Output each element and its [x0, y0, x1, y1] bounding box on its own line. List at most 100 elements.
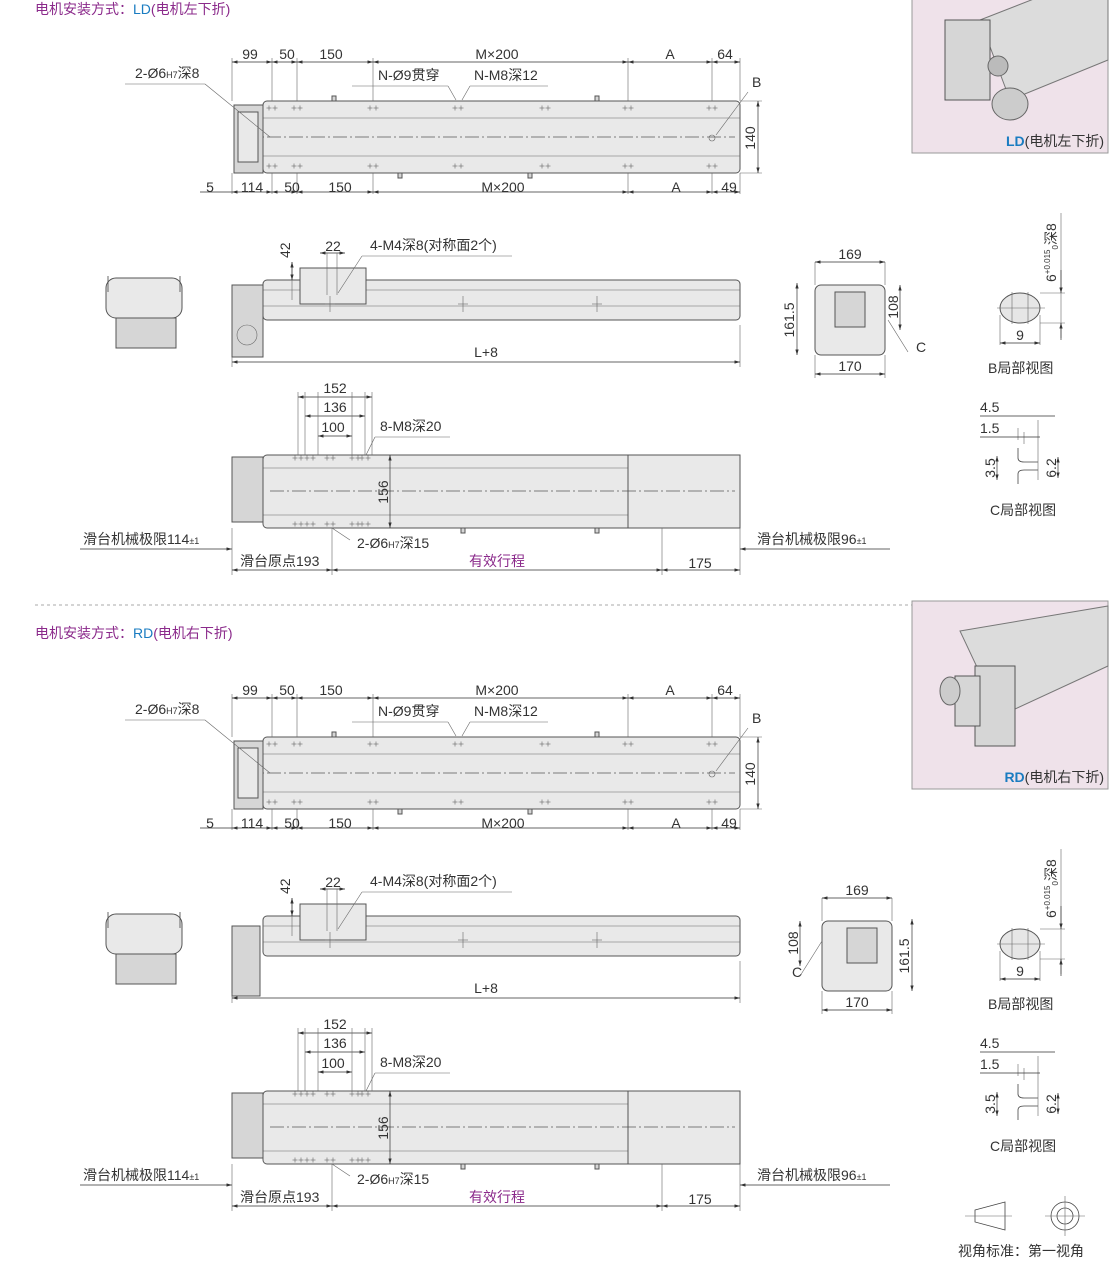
- dim-1-5: 1.5: [980, 420, 1000, 436]
- top-dim-5: 64: [717, 682, 733, 698]
- detail-b-marker: B: [752, 710, 761, 726]
- hole-depth: 深8: [1043, 223, 1059, 245]
- detail-c-marker: C: [916, 339, 926, 355]
- actuator-render: [944, 0, 1109, 121]
- top-dim-1: 50: [279, 682, 295, 698]
- side-tap-callout: 4-M4深8(对称面2个): [370, 237, 497, 253]
- title-mode: RD: [133, 625, 153, 641]
- bottom-dim-2: 50: [284, 815, 300, 831]
- height-dim: 140: [742, 762, 758, 786]
- side-tap-callout: 4-M4深8(对称面2个): [370, 873, 497, 889]
- top-dim-0: 99: [242, 46, 258, 62]
- bottom-dim-0: 5: [206, 179, 214, 195]
- slide-limit-right: 滑台机械极限96±1: [757, 531, 867, 547]
- dim-6-2: 6.2: [1043, 458, 1059, 478]
- bottom-dim-0: 5: [206, 815, 214, 831]
- top-dim-3: M×200: [475, 46, 518, 62]
- caption-mode: LD: [1006, 133, 1025, 149]
- dim-42: 42: [277, 242, 293, 258]
- limit-right-tol: ±1: [857, 536, 867, 546]
- bottom-dim-4: M×200: [481, 815, 524, 831]
- through-hole-callout: N-Ø9贯穿: [378, 67, 439, 83]
- effective-stroke-label: 有效行程: [469, 553, 525, 569]
- bottom-dim-4: M×200: [481, 179, 524, 195]
- bottom-tap-callout: 8-M8深20: [380, 1054, 442, 1070]
- product-photo: RD(电机右下折): [911, 600, 1109, 790]
- section-title-LD: 电机安装方式：LD(电机左下折): [35, 1, 230, 17]
- end-height-2: 108: [885, 295, 901, 319]
- title-suffix: (电机左下折): [151, 1, 230, 17]
- pin-hole-callout: 2-Ø6H7深8: [135, 65, 200, 81]
- pin-prefix: 2-Ø6: [357, 1171, 388, 1187]
- dim-175: 175: [688, 555, 712, 571]
- dim-100: 100: [321, 1055, 345, 1071]
- dim-175: 175: [688, 1191, 712, 1207]
- limit-right-tol: ±1: [857, 1172, 867, 1182]
- mount-title: 电机安装方式：LD(电机左下折): [35, 1, 230, 17]
- pin-suffix: 深15: [400, 1171, 430, 1187]
- top-dim-3: M×200: [475, 682, 518, 698]
- detail-c-caption: C局部视图: [990, 502, 1056, 518]
- motor-end-view: [105, 276, 183, 349]
- actuator-render: [939, 605, 1109, 747]
- caption-suffix: (电机左下折): [1025, 133, 1104, 149]
- end-width-top: 169: [838, 246, 862, 262]
- pin-suffix: 深15: [400, 535, 430, 551]
- bottom-dim-1: 114: [241, 815, 264, 831]
- pin-hole-callout: 2-Ø6H7深8: [135, 701, 200, 717]
- dim-136: 136: [323, 1035, 347, 1051]
- projection-symbol: 视角标准：第一视角: [958, 1196, 1085, 1259]
- end-height: 161.5: [896, 938, 912, 973]
- photo-caption: LD(电机左下折): [1006, 133, 1104, 149]
- bottom-pin-callout: 2-Ø6H7深15: [357, 1171, 429, 1187]
- end-width-bottom: 170: [838, 358, 862, 374]
- bottom-tap-callout: 8-M8深20: [380, 418, 442, 434]
- top-dim-1: 50: [279, 46, 295, 62]
- detail-b-marker: B: [752, 74, 761, 90]
- projection-label: 视角标准：第一视角: [958, 1243, 1084, 1259]
- detail-c-marker: C: [792, 964, 802, 980]
- end-height: 161.5: [781, 302, 797, 337]
- limit-right-label: 滑台机械极限96: [757, 1167, 857, 1183]
- mount-title: 电机安装方式：RD(电机右下折): [35, 625, 233, 641]
- dim-42: 42: [277, 878, 293, 894]
- dim-4-5: 4.5: [980, 1035, 1000, 1051]
- pin-prefix: 2-Ø6: [135, 701, 166, 717]
- tol-upper: +0.015: [1043, 885, 1052, 910]
- hole-dia: 6: [1043, 910, 1059, 918]
- detail-c-caption: C局部视图: [990, 1138, 1056, 1154]
- product-photo: LD(电机左下折): [911, 0, 1109, 154]
- title-prefix: 电机安装方式：: [35, 625, 133, 641]
- width-dim-156: 156: [375, 1116, 391, 1140]
- limit-left-label: 滑台机械极限114: [83, 531, 190, 547]
- limit-left-tol: ±1: [189, 536, 199, 546]
- bottom-dim-5: A: [671, 179, 681, 195]
- dim-6-2: 6.2: [1043, 1094, 1059, 1114]
- pin-tolerance: H7: [166, 70, 178, 80]
- height-dim: 140: [742, 126, 758, 150]
- top-dim-2: 150: [319, 46, 343, 62]
- detail-b-tolerance: 6+0.0150深8: [1043, 223, 1060, 282]
- bottom-dim-5: A: [671, 815, 681, 831]
- limit-right-label: 滑台机械极限96: [757, 531, 857, 547]
- end-width-bottom: 170: [845, 994, 869, 1010]
- through-hole-callout: N-Ø9贯穿: [378, 703, 439, 719]
- top-dim-5: 64: [717, 46, 733, 62]
- tap-hole-callout: N-M8深12: [474, 67, 538, 83]
- first-angle-trapezoid-icon: [974, 1201, 1006, 1231]
- top-dim-0: 99: [242, 682, 258, 698]
- slide-limit-left: 滑台机械极限114±1: [83, 531, 199, 547]
- origin-label: 滑台原点193: [240, 553, 320, 569]
- pin-tolerance: H7: [388, 1176, 400, 1186]
- dim-3-5: 3.5: [982, 458, 998, 478]
- photo-caption: RD(电机右下折): [1004, 769, 1104, 785]
- detail-b-caption: B局部视图: [988, 996, 1053, 1012]
- dim-136: 136: [323, 399, 347, 415]
- bottom-dim-6: 49: [721, 179, 737, 195]
